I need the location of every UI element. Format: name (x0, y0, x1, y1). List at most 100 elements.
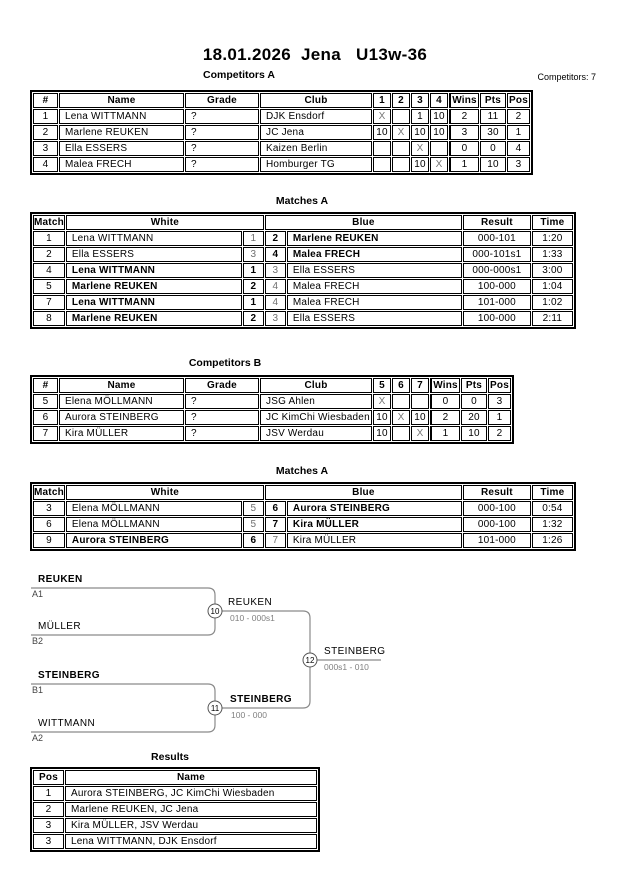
matches-b-heading: Matches A (275, 465, 329, 477)
grid-cell (373, 141, 391, 156)
match-result: 000-101s1 (462, 247, 531, 262)
grid-cell: 10 (411, 157, 429, 172)
match-result: 000-000s1 (462, 263, 531, 278)
table-row: 6 Aurora STEINBERG ? JC KimChi Wiesbaden… (33, 410, 511, 425)
matches-a-table: Match White Blue Result Time 1 Lena WITT… (30, 212, 576, 329)
white-name: Elena MÖLLMANN (65, 501, 242, 516)
white-name: Aurora STEINBERG (65, 533, 242, 548)
match-num: 3 (33, 501, 65, 516)
match-num: 7 (33, 295, 65, 310)
match-num: 5 (33, 279, 65, 294)
match-row: 3 Elena MÖLLMANN 5 6 Aurora STEINBERG 00… (33, 501, 573, 516)
final-bracket: 10 11 12 REUKEN A1 MÜLLER B2 STEINBERG B… (28, 568, 418, 753)
competitor-name: Malea FRECH (59, 157, 184, 172)
competitor-club: JSG Ahlen (260, 394, 372, 409)
result-pos: 3 (33, 818, 64, 833)
match-time: 1:02 (531, 295, 573, 310)
white-seed: 6 (242, 533, 264, 548)
white-name: Marlene REUKEN (65, 279, 242, 294)
results-heading: Results (151, 751, 189, 763)
results-table: Pos Name 1 Aurora STEINBERG, JC KimChi W… (30, 767, 320, 852)
table-row: 1 Lena WITTMANN ? DJK Ensdorf X 1 10 2 1… (33, 109, 530, 124)
competitor-club: JC KimChi Wiesbaden (260, 410, 372, 425)
col-header-name: Name (65, 770, 317, 785)
match-num: 9 (33, 533, 65, 548)
blue-seed: 4 (264, 295, 286, 310)
grid-cell: 10 (373, 410, 391, 425)
blue-seed: 6 (264, 501, 286, 516)
wins-value: 1 (430, 426, 460, 441)
competitor-grade: ? (185, 125, 259, 140)
match-result: 100-000 (462, 279, 531, 294)
page-title: 18.01.2026 Jena U13w-36 (202, 45, 428, 64)
grid-cell: 10 (430, 109, 448, 124)
col-header-wins: Wins (430, 378, 460, 393)
col-header-white: White (65, 215, 264, 230)
result-pos: 2 (33, 802, 64, 817)
match-row: 8 Marlene REUKEN 2 3 Ella ESSERS 100-000… (33, 311, 573, 326)
grid-cell: 1 (411, 109, 429, 124)
col-header-pts: Pts (480, 93, 506, 108)
col-header-blue: Blue (264, 485, 462, 500)
col-header-pos: Pos (33, 770, 64, 785)
col-header-5: 5 (373, 378, 391, 393)
grid-cell: X (392, 410, 410, 425)
white-seed: 1 (242, 263, 264, 278)
blue-name: Malea FRECH (286, 279, 462, 294)
match-num: 8 (33, 311, 65, 326)
white-seed: 5 (242, 517, 264, 532)
grid-cell: X (411, 426, 429, 441)
match-result: 101-000 (462, 533, 531, 548)
blue-name: Marlene REUKEN (286, 231, 462, 246)
blue-name: Kira MÜLLER (286, 533, 462, 548)
white-name: Elena MÖLLMANN (65, 517, 242, 532)
match-time: 3:00 (531, 263, 573, 278)
white-name: Lena WITTMANN (65, 263, 242, 278)
col-header-4: 4 (430, 93, 448, 108)
pos-value: 4 (507, 141, 530, 156)
seed-name: WITTMANN (38, 718, 96, 729)
col-header-result: Result (462, 485, 531, 500)
node-result: 100 - 000 (231, 710, 267, 720)
white-seed: 2 (242, 311, 264, 326)
competitor-name: Lena WITTMANN (59, 109, 184, 124)
col-header-club: Club (260, 378, 372, 393)
grid-cell: 10 (430, 125, 448, 140)
competitor-grade: ? (185, 410, 259, 425)
col-header-pos: Pos (488, 378, 511, 393)
header-row: Match White Blue Result Time (33, 485, 573, 500)
competitor-club: Homburger TG (260, 157, 372, 172)
col-header-wins: Wins (449, 93, 479, 108)
competitors-a-heading: Competitors A (203, 69, 275, 81)
match-time: 1:32 (531, 517, 573, 532)
match-result: 101-000 (462, 295, 531, 310)
match-result: 000-101 (462, 231, 531, 246)
match-time: 1:33 (531, 247, 573, 262)
pts-value: 10 (480, 157, 506, 172)
match-time: 1:20 (531, 231, 573, 246)
competitors-b-heading: Competitors B (188, 357, 262, 369)
match-node-number: 12 (306, 656, 315, 665)
competitor-club: Kaizen Berlin (260, 141, 372, 156)
match-num: 2 (33, 247, 65, 262)
blue-name: Ella ESSERS (286, 263, 462, 278)
pos-value: 3 (507, 157, 530, 172)
node-result: 010 - 000s1 (230, 613, 275, 623)
match-num: 1 (33, 231, 65, 246)
col-header-name: Name (59, 378, 184, 393)
competitor-club: JSV Werdau (260, 426, 372, 441)
blue-seed: 4 (264, 279, 286, 294)
col-header-pts: Pts (461, 378, 487, 393)
competitor-grade: ? (185, 141, 259, 156)
match-node-number: 10 (211, 607, 220, 616)
seed-code: B2 (32, 636, 44, 646)
match-row: 5 Marlene REUKEN 2 4 Malea FRECH 100-000… (33, 279, 573, 294)
grid-cell (392, 109, 410, 124)
result-row: 1 Aurora STEINBERG, JC KimChi Wiesbaden (33, 786, 317, 801)
white-name: Lena WITTMANN (65, 231, 242, 246)
wins-value: 2 (430, 410, 460, 425)
col-header-grade: Grade (185, 378, 259, 393)
competitors-count: Competitors: 7 (537, 72, 596, 82)
pos-value: 2 (488, 426, 511, 441)
node-winner-name: STEINBERG (324, 646, 386, 657)
